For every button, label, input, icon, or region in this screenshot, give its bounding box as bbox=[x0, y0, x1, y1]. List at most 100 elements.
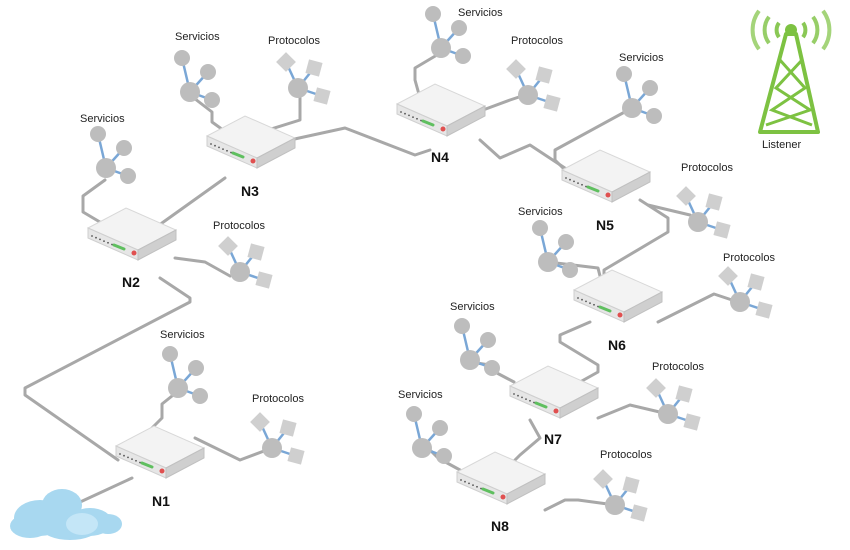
router-port-dot bbox=[569, 178, 571, 181]
signal-wave-left bbox=[750, 9, 761, 51]
service-hub-circle bbox=[96, 158, 116, 178]
router-led-red bbox=[250, 158, 256, 164]
router-port-dot bbox=[585, 185, 587, 188]
service-hub-circle bbox=[460, 350, 480, 370]
service-node-circle bbox=[162, 346, 178, 362]
network-link bbox=[23, 276, 192, 462]
servicios-label: Servicios bbox=[80, 113, 125, 125]
router-led-red bbox=[553, 408, 559, 414]
routers bbox=[86, 83, 664, 505]
protocol-square bbox=[305, 59, 323, 77]
node-label-n7: N7 bbox=[544, 431, 562, 447]
router-n2-icon bbox=[86, 207, 178, 261]
router-port-dot bbox=[521, 396, 523, 399]
router-port-dot bbox=[222, 148, 224, 151]
router-port-dot bbox=[581, 183, 583, 186]
router-port-dot bbox=[420, 119, 422, 122]
protocolos-label: Protocolos bbox=[511, 35, 563, 47]
protocol-cluster-icon bbox=[593, 469, 648, 522]
service-hub-circle bbox=[538, 252, 558, 272]
signal-wave-right bbox=[821, 9, 832, 51]
protocol-cluster-icon bbox=[276, 52, 331, 105]
service-node-circle bbox=[484, 360, 500, 376]
protocolos-label: Protocolos bbox=[723, 252, 775, 264]
signal-wave-left bbox=[762, 15, 771, 45]
servicios-label: Servicios bbox=[175, 31, 220, 43]
signal-wave-right bbox=[811, 15, 820, 45]
network-link bbox=[81, 178, 112, 230]
service-node-circle bbox=[455, 48, 471, 64]
tower-bracing bbox=[765, 58, 814, 127]
service-node-circle bbox=[558, 234, 574, 250]
router-n3-icon bbox=[205, 115, 297, 169]
network-link bbox=[153, 176, 227, 230]
node-clusters bbox=[90, 6, 773, 522]
router-port-dot bbox=[585, 300, 587, 303]
protocol-hub-circle bbox=[658, 404, 678, 424]
service-cluster-icon bbox=[406, 406, 452, 464]
router-n7-icon bbox=[508, 365, 600, 419]
router-port-dot bbox=[99, 238, 101, 241]
listener-label: Listener bbox=[762, 139, 801, 151]
router-side bbox=[137, 229, 177, 261]
router-led-red bbox=[605, 192, 611, 198]
protocol-square bbox=[713, 221, 731, 239]
service-hub-circle bbox=[412, 438, 432, 458]
service-node-circle bbox=[116, 140, 132, 156]
router-led-green bbox=[231, 151, 245, 159]
router-port-dot bbox=[95, 236, 97, 239]
servicios-label: Servicios bbox=[398, 389, 443, 401]
protocol-square bbox=[705, 193, 723, 211]
router-n1-icon bbox=[114, 425, 206, 479]
router-led-green bbox=[586, 185, 600, 193]
protocol-square bbox=[622, 476, 640, 494]
protocol-square bbox=[718, 266, 738, 286]
protocol-square bbox=[250, 412, 270, 432]
service-node-circle bbox=[188, 360, 204, 376]
router-port-dot bbox=[131, 458, 133, 460]
service-cluster-icon bbox=[174, 50, 220, 108]
protocol-cluster-icon bbox=[218, 236, 273, 289]
protocol-cluster-icon bbox=[250, 412, 305, 465]
network-link bbox=[193, 436, 274, 462]
protocol-square bbox=[279, 419, 297, 437]
protocolos-label: Protocolos bbox=[652, 361, 704, 373]
servicios-label: Servicios bbox=[518, 206, 563, 218]
protocol-square bbox=[646, 378, 666, 398]
protocol-square bbox=[255, 271, 273, 289]
service-hub-circle bbox=[431, 38, 451, 58]
protocol-square bbox=[755, 301, 773, 319]
protocol-cluster-icon bbox=[506, 59, 561, 112]
router-port-dot bbox=[91, 235, 93, 237]
protocol-hub-circle bbox=[518, 85, 538, 105]
protocol-square bbox=[676, 186, 696, 206]
service-node-circle bbox=[642, 80, 658, 96]
service-node-circle bbox=[204, 92, 220, 108]
node-label-n1: N1 bbox=[152, 493, 170, 509]
network-link bbox=[288, 126, 432, 157]
router-port-dot bbox=[416, 117, 418, 120]
node-label-n4: N4 bbox=[431, 149, 449, 165]
router-led-green bbox=[481, 487, 495, 495]
protocolos-label: Protocolos bbox=[252, 393, 304, 405]
network-link bbox=[511, 418, 542, 464]
protocol-square bbox=[287, 447, 305, 465]
router-n4-icon bbox=[395, 83, 487, 137]
servicios-label: Servicios bbox=[458, 7, 503, 19]
router-port-dot bbox=[533, 401, 535, 404]
protocol-square bbox=[218, 236, 238, 256]
router-side bbox=[559, 387, 599, 419]
service-hub-circle bbox=[622, 98, 642, 118]
protocol-square bbox=[247, 243, 265, 261]
servicios-label: Servicios bbox=[619, 52, 664, 64]
protocol-hub-circle bbox=[605, 495, 625, 515]
protocol-square bbox=[506, 59, 526, 79]
protocolos-label: Protocolos bbox=[213, 220, 265, 232]
protocol-square bbox=[630, 504, 648, 522]
router-port-dot bbox=[593, 303, 595, 306]
service-node-circle bbox=[90, 126, 106, 142]
network-link bbox=[596, 403, 670, 420]
service-cluster-icon bbox=[454, 318, 500, 376]
cloud-icon bbox=[10, 489, 122, 540]
